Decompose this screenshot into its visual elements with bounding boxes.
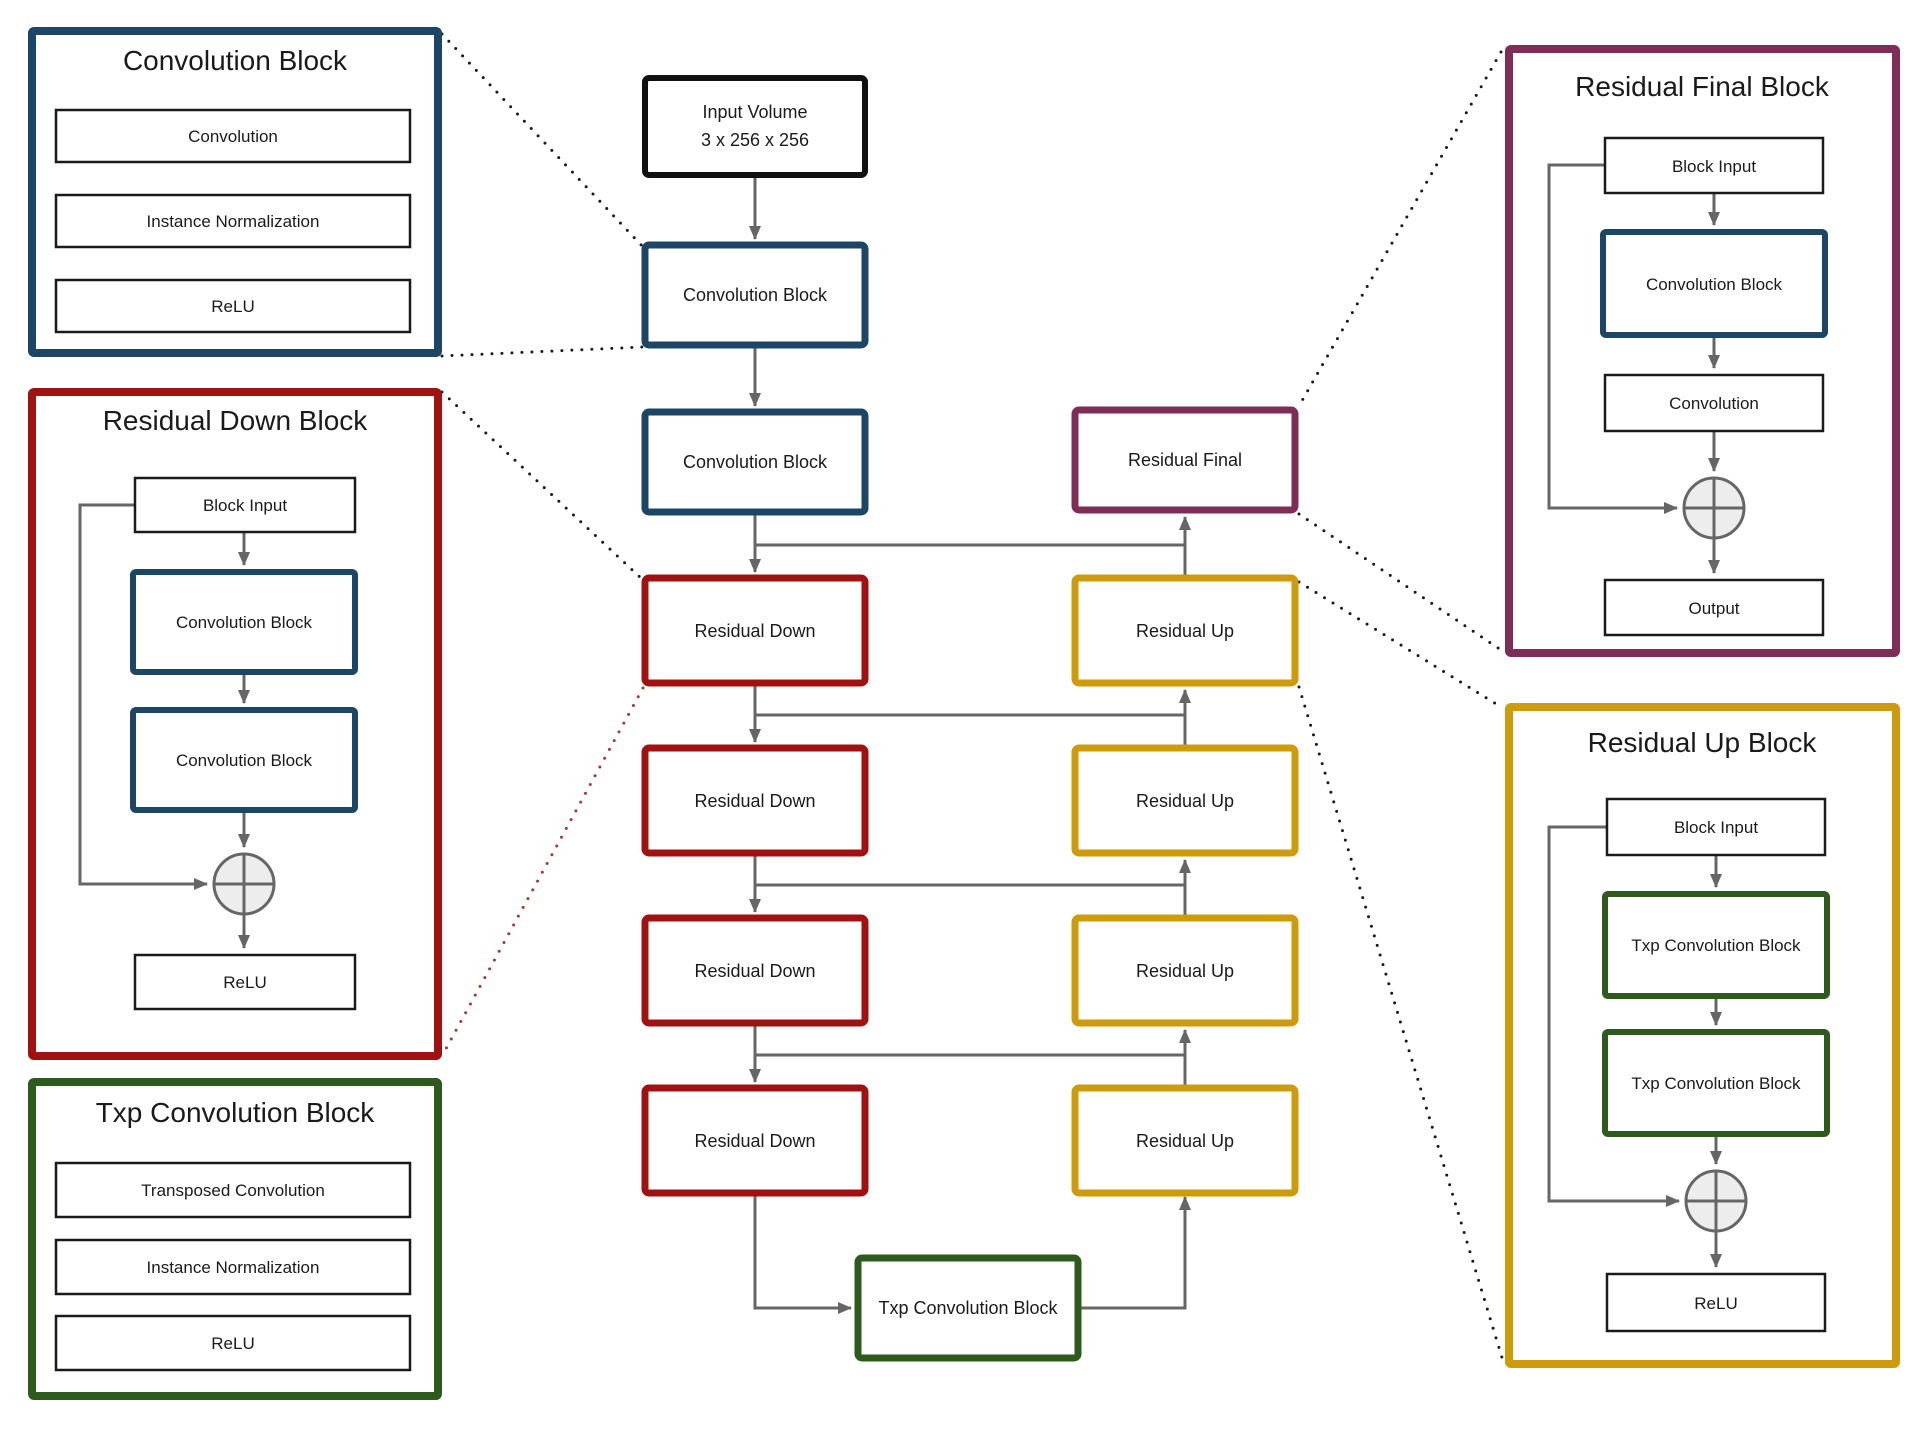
txp-instance-norm-step-label: Instance Normalization (147, 1258, 320, 1277)
residual-up-txp-block-2 (1602, 1029, 1830, 1137)
leader-convolution-panel-bottom (440, 345, 645, 358)
leader-residual-final-panel-bottom (1297, 512, 1503, 652)
residual-up-3-label: Residual Up (1136, 961, 1234, 981)
residual-up-1 (1071, 574, 1299, 687)
residual-up-skip-path (1547, 825, 1680, 1207)
residual-down-conv-block-2-label: Convolution Block (176, 751, 313, 770)
residual-up-4 (1071, 1084, 1299, 1197)
txp-conv-block-main (854, 1254, 1082, 1362)
residual-down-4 (641, 1084, 869, 1197)
main-flow-connectors (749, 176, 1191, 1314)
conv-block-2-label: Convolution Block (683, 452, 828, 472)
residual-up-relu-label: ReLU (1694, 1294, 1737, 1313)
residual-up-txp-block-1-label: Txp Convolution Block (1631, 936, 1801, 955)
down-column: Input Volume 3 x 256 x 256 Convolution B… (641, 75, 869, 1197)
transposed-conv-step-box (54, 1161, 412, 1219)
panel-residual-down-title: Residual Down Block (103, 405, 369, 436)
convolution-step-box (54, 108, 412, 164)
convolution-step-label: Convolution (188, 127, 278, 146)
residual-up-2 (1071, 744, 1299, 857)
txp-instance-norm-step-box (54, 1238, 412, 1296)
instance-norm-step-box (54, 193, 412, 249)
bottleneck: Txp Convolution Block (854, 1254, 1082, 1362)
flow-elbow-rd4-to-bottleneck (753, 1194, 852, 1314)
residual-down-block-input-label: Block Input (203, 496, 287, 515)
leader-residual-down-panel-top (440, 390, 645, 582)
residual-down-conv-block-1 (130, 569, 358, 675)
residual-down-1 (641, 574, 869, 687)
leader-lines (440, 32, 1505, 1363)
residual-up-2-label: Residual Up (1136, 791, 1234, 811)
residual-final-block-input-box (1603, 136, 1825, 195)
residual-down-4-label: Residual Down (694, 1131, 815, 1151)
leader-convolution-panel-top (440, 32, 645, 249)
input-volume-box (642, 75, 868, 178)
residual-down-2 (641, 744, 869, 857)
residual-down-skip-path (78, 503, 208, 890)
residual-final-label: Residual Final (1128, 450, 1242, 470)
instance-norm-step-label: Instance Normalization (147, 212, 320, 231)
panel-residual-up-title: Residual Up Block (1588, 727, 1818, 758)
input-volume-label-line1: Input Volume (702, 102, 807, 122)
residual-up-block-input-box (1605, 797, 1827, 857)
txp-conv-block-main-label: Txp Convolution Block (878, 1298, 1058, 1318)
residual-down-3 (641, 914, 869, 1027)
residual-up-4-label: Residual Up (1136, 1131, 1234, 1151)
relu-step-box (54, 278, 412, 334)
residual-up-txp-block-1 (1602, 891, 1830, 999)
conv-block-1 (641, 241, 869, 349)
leader-residual-up-panel-top (1297, 580, 1503, 709)
residual-down-block-input-box (133, 476, 357, 534)
panel-convolution-block-title: Convolution Block (123, 45, 348, 76)
residual-up-1-label: Residual Up (1136, 621, 1234, 641)
panel-residual-final-frame (1505, 45, 1900, 657)
residual-down-relu-label: ReLU (223, 973, 266, 992)
residual-up-txp-block-2-label: Txp Convolution Block (1631, 1074, 1801, 1093)
up-column: Residual Final Residual Up Residual Up R… (1071, 406, 1299, 1197)
panel-txp-convolution-block: Txp Convolution Block Transposed Convolu… (28, 1078, 442, 1400)
residual-down-3-label: Residual Down (694, 961, 815, 981)
panel-residual-down-block: Residual Down Block Block Input Convolut… (28, 388, 442, 1060)
conv-block-2 (641, 408, 869, 516)
residual-final-box (1071, 406, 1299, 514)
conv-block-1-label: Convolution Block (683, 285, 828, 305)
residual-final-conv-block-label: Convolution Block (1646, 275, 1783, 294)
input-volume-label-line2: 3 x 256 x 256 (701, 130, 809, 150)
leader-residual-final-panel-top (1297, 50, 1503, 408)
residual-down-conv-block-2 (130, 707, 358, 813)
relu-step-label: ReLU (211, 297, 254, 316)
residual-final-block-input-label: Block Input (1672, 157, 1756, 176)
txp-relu-step-box (54, 1314, 412, 1372)
transposed-conv-step-label: Transposed Convolution (141, 1181, 325, 1200)
residual-up-relu-box (1605, 1272, 1827, 1333)
residual-final-conv-block (1600, 229, 1828, 338)
txp-relu-step-label: ReLU (211, 1334, 254, 1353)
residual-final-skip-path (1547, 163, 1678, 514)
leader-residual-down-panel-bottom (440, 686, 645, 1058)
panel-residual-final-title: Residual Final Block (1575, 71, 1830, 102)
residual-up-block-input-label: Block Input (1674, 818, 1758, 837)
residual-final-convolution-box (1603, 373, 1825, 433)
flow-elbow-bottleneck-to-ru4 (1078, 1196, 1191, 1310)
panel-convolution-block: Convolution Block Convolution Instance N… (28, 27, 442, 357)
residual-final-output-box (1603, 578, 1825, 637)
residual-down-1-label: Residual Down (694, 621, 815, 641)
residual-up-3 (1071, 914, 1299, 1027)
residual-final-output-label: Output (1688, 599, 1739, 618)
residual-final-convolution-label: Convolution (1669, 394, 1759, 413)
panel-residual-final-block: Residual Final Block Block Input Convolu… (1505, 45, 1900, 657)
residual-down-conv-block-1-label: Convolution Block (176, 613, 313, 632)
residual-down-2-label: Residual Down (694, 791, 815, 811)
panel-residual-up-block: Residual Up Block Block Input Txp Convol… (1505, 703, 1900, 1368)
panel-txp-conv-title: Txp Convolution Block (96, 1097, 376, 1128)
residual-down-relu-box (133, 953, 357, 1011)
